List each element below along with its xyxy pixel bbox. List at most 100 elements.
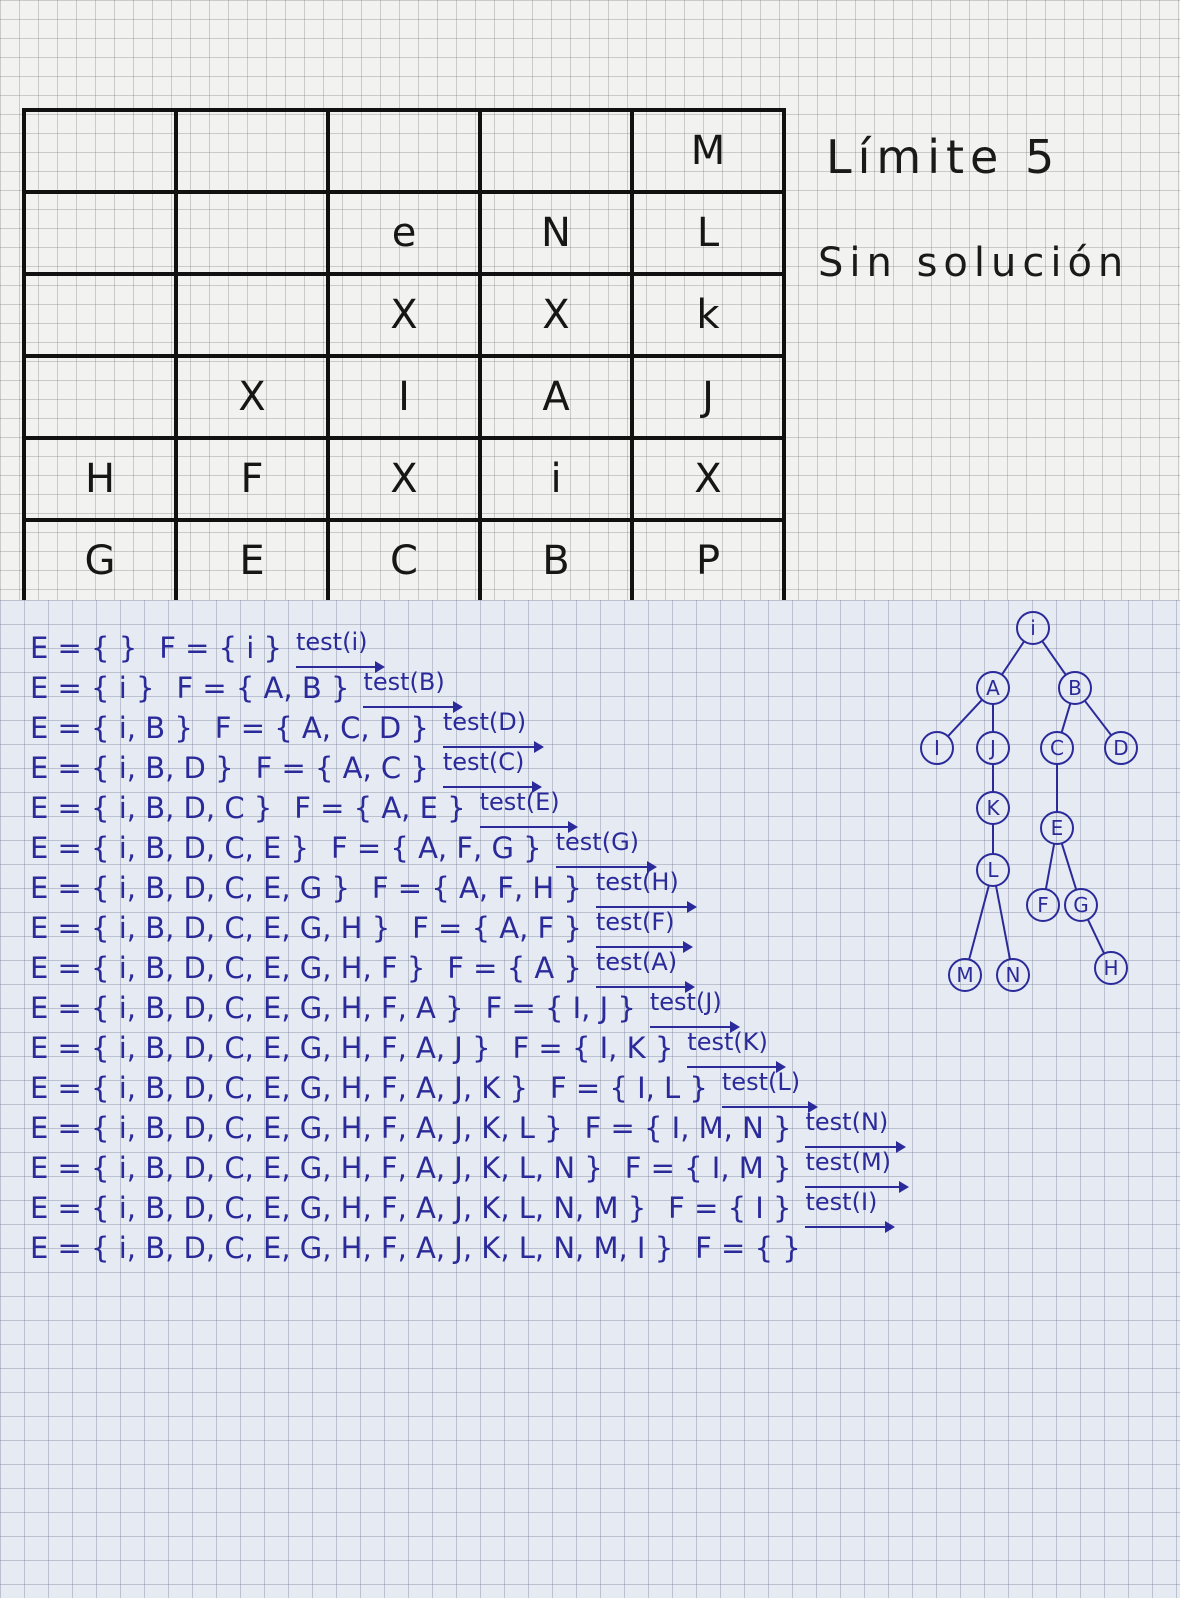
tree-edge (947, 699, 983, 737)
tree-node-circle (1026, 888, 1060, 922)
tree-node: E (1040, 811, 1074, 845)
frontier-set: F = { A, F, H } (371, 871, 582, 905)
tree-node-label: N (1006, 963, 1021, 987)
test-label: test(F) (595, 902, 693, 953)
grid-cell: H (22, 436, 178, 522)
tree-node-circle (996, 958, 1030, 992)
test-label: test(I) (805, 1182, 896, 1233)
step-row: E = { i, B, D, C, E, G, H, F, A, J }F = … (30, 1028, 905, 1073)
frontier-set: F = { A, C, D } (214, 711, 429, 745)
explored-set: E = { i, B, D, C } (30, 791, 273, 825)
explored-set: E = { i, B, D, C, E, G } (30, 871, 350, 905)
test-label: test(C) (442, 742, 542, 793)
tree-edge (1083, 700, 1113, 736)
grid-row: M (22, 108, 786, 194)
grid-cell: i (478, 436, 634, 522)
grid-cell: P (630, 518, 786, 604)
explored-set: E = { i, B } (30, 711, 193, 745)
step-row: E = { i, B, D, C, E, G, H, F, A, J, K, L… (30, 1188, 905, 1233)
frontier-set: F = { A, C } (255, 751, 429, 785)
grid-cell (174, 272, 330, 358)
grid-cell (478, 108, 634, 194)
tree-node: J (976, 731, 1010, 765)
tree-node-label: K (986, 796, 1000, 820)
test-label: test(E) (479, 782, 578, 833)
explored-set: E = { i, B, D, C, E, G, H, F, A, J, K, L… (30, 1231, 674, 1265)
test-label: test(D) (442, 702, 545, 753)
frontier-set: F = { A, F, G } (331, 831, 542, 865)
step-row: E = { i, B, D, C, E, G, H, F, A, J, K, L… (30, 1108, 907, 1153)
frontier-set: F = { A } (447, 951, 582, 985)
frontier-set: F = { } (695, 1231, 801, 1265)
test-label: test(B) (363, 662, 463, 713)
step-row: E = { }F = { i }test(i) (30, 628, 905, 673)
tree-node-circle (976, 731, 1010, 765)
explored-set: E = { i } (30, 671, 155, 705)
explored-set: E = { i, B, D, C, E, G, H, F, A } (30, 991, 464, 1025)
test-label: test(M) (805, 1142, 909, 1193)
grid-cell: L (630, 190, 786, 276)
tree-node: I (920, 731, 954, 765)
explored-set: E = { i, B, D, C, E } (30, 831, 309, 865)
tree-node: A (976, 671, 1010, 705)
explored-set: E = { i, B, D, C, E, G, H } (30, 911, 391, 945)
test-label: test(H) (595, 862, 697, 913)
grid-cell: E (174, 518, 330, 604)
tree-node: K (976, 791, 1010, 825)
tree-node-circle (1104, 731, 1138, 765)
grid-cell: X (630, 436, 786, 522)
tree-node-circle (1016, 611, 1050, 645)
test-label: test(A) (595, 942, 696, 993)
frontier-set: F = { A, E } (294, 791, 466, 825)
tree-node: M (948, 958, 982, 992)
grid-cell: B (478, 518, 634, 604)
step-row: E = { i, B, D, C, E, G, H, F, A, J, K, L… (30, 1148, 909, 1193)
frontier-set: F = { I, K } (512, 1031, 674, 1065)
tree-edge (1060, 842, 1078, 891)
tree-node: F (1026, 888, 1060, 922)
grid-cell (22, 354, 178, 440)
tree-node-circle (1094, 951, 1128, 985)
grid-cell: X (326, 436, 482, 522)
tree-node-label: B (1068, 676, 1082, 700)
tree-edge (1086, 919, 1106, 954)
tree-edge (1041, 640, 1067, 676)
grid-cell: C (326, 518, 482, 604)
tree-node-label: i (1030, 616, 1036, 640)
explored-set: E = { i, B, D, C, E, G, H, F, A, J, K, L… (30, 1191, 647, 1225)
tree-edge (995, 885, 1011, 960)
tree-node: B (1058, 671, 1092, 705)
test-label: test(J) (649, 982, 740, 1033)
grid-cell (22, 190, 178, 276)
tree-node-circle (1040, 731, 1074, 765)
tree-node-circle (948, 958, 982, 992)
grid-cell (174, 108, 330, 194)
search-steps: E = { }F = { i }test(i)E = { i }F = { A,… (30, 628, 909, 1268)
tree-node: i (1016, 611, 1050, 645)
grid-cell: e (326, 190, 482, 276)
grid-cell: k (630, 272, 786, 358)
frontier-set: F = { I } (668, 1191, 792, 1225)
frontier-set: F = { A, B } (176, 671, 350, 705)
frontier-set: F = { i } (159, 631, 282, 665)
frontier-set: F = { I, M, N } (584, 1111, 792, 1145)
explored-set: E = { } (30, 631, 138, 665)
tree-node-circle (976, 853, 1010, 887)
tree-node-label: H (1103, 956, 1118, 980)
explored-set: E = { i, B, D, C, E, G, H, F, A, J, K, L… (30, 1151, 603, 1185)
explored-set: E = { i, B, D, C, E, G, H, F, A, J, K, L… (30, 1111, 563, 1145)
grid-cell: F (174, 436, 330, 522)
test-label: test(N) (805, 1102, 907, 1153)
tree-node-circle (920, 731, 954, 765)
step-row: E = { i }F = { A, B }test(B) (30, 668, 905, 713)
step-row: E = { i, B, D, C, E, G, H, F, A, J, K, L… (30, 1228, 905, 1268)
tree-edge (1044, 843, 1056, 890)
step-row: E = { i, B, D, C, E, G, H, F }F = { A }t… (30, 948, 905, 993)
step-row: E = { i, B, D, C, E, G, H }F = { A, F }t… (30, 908, 905, 953)
